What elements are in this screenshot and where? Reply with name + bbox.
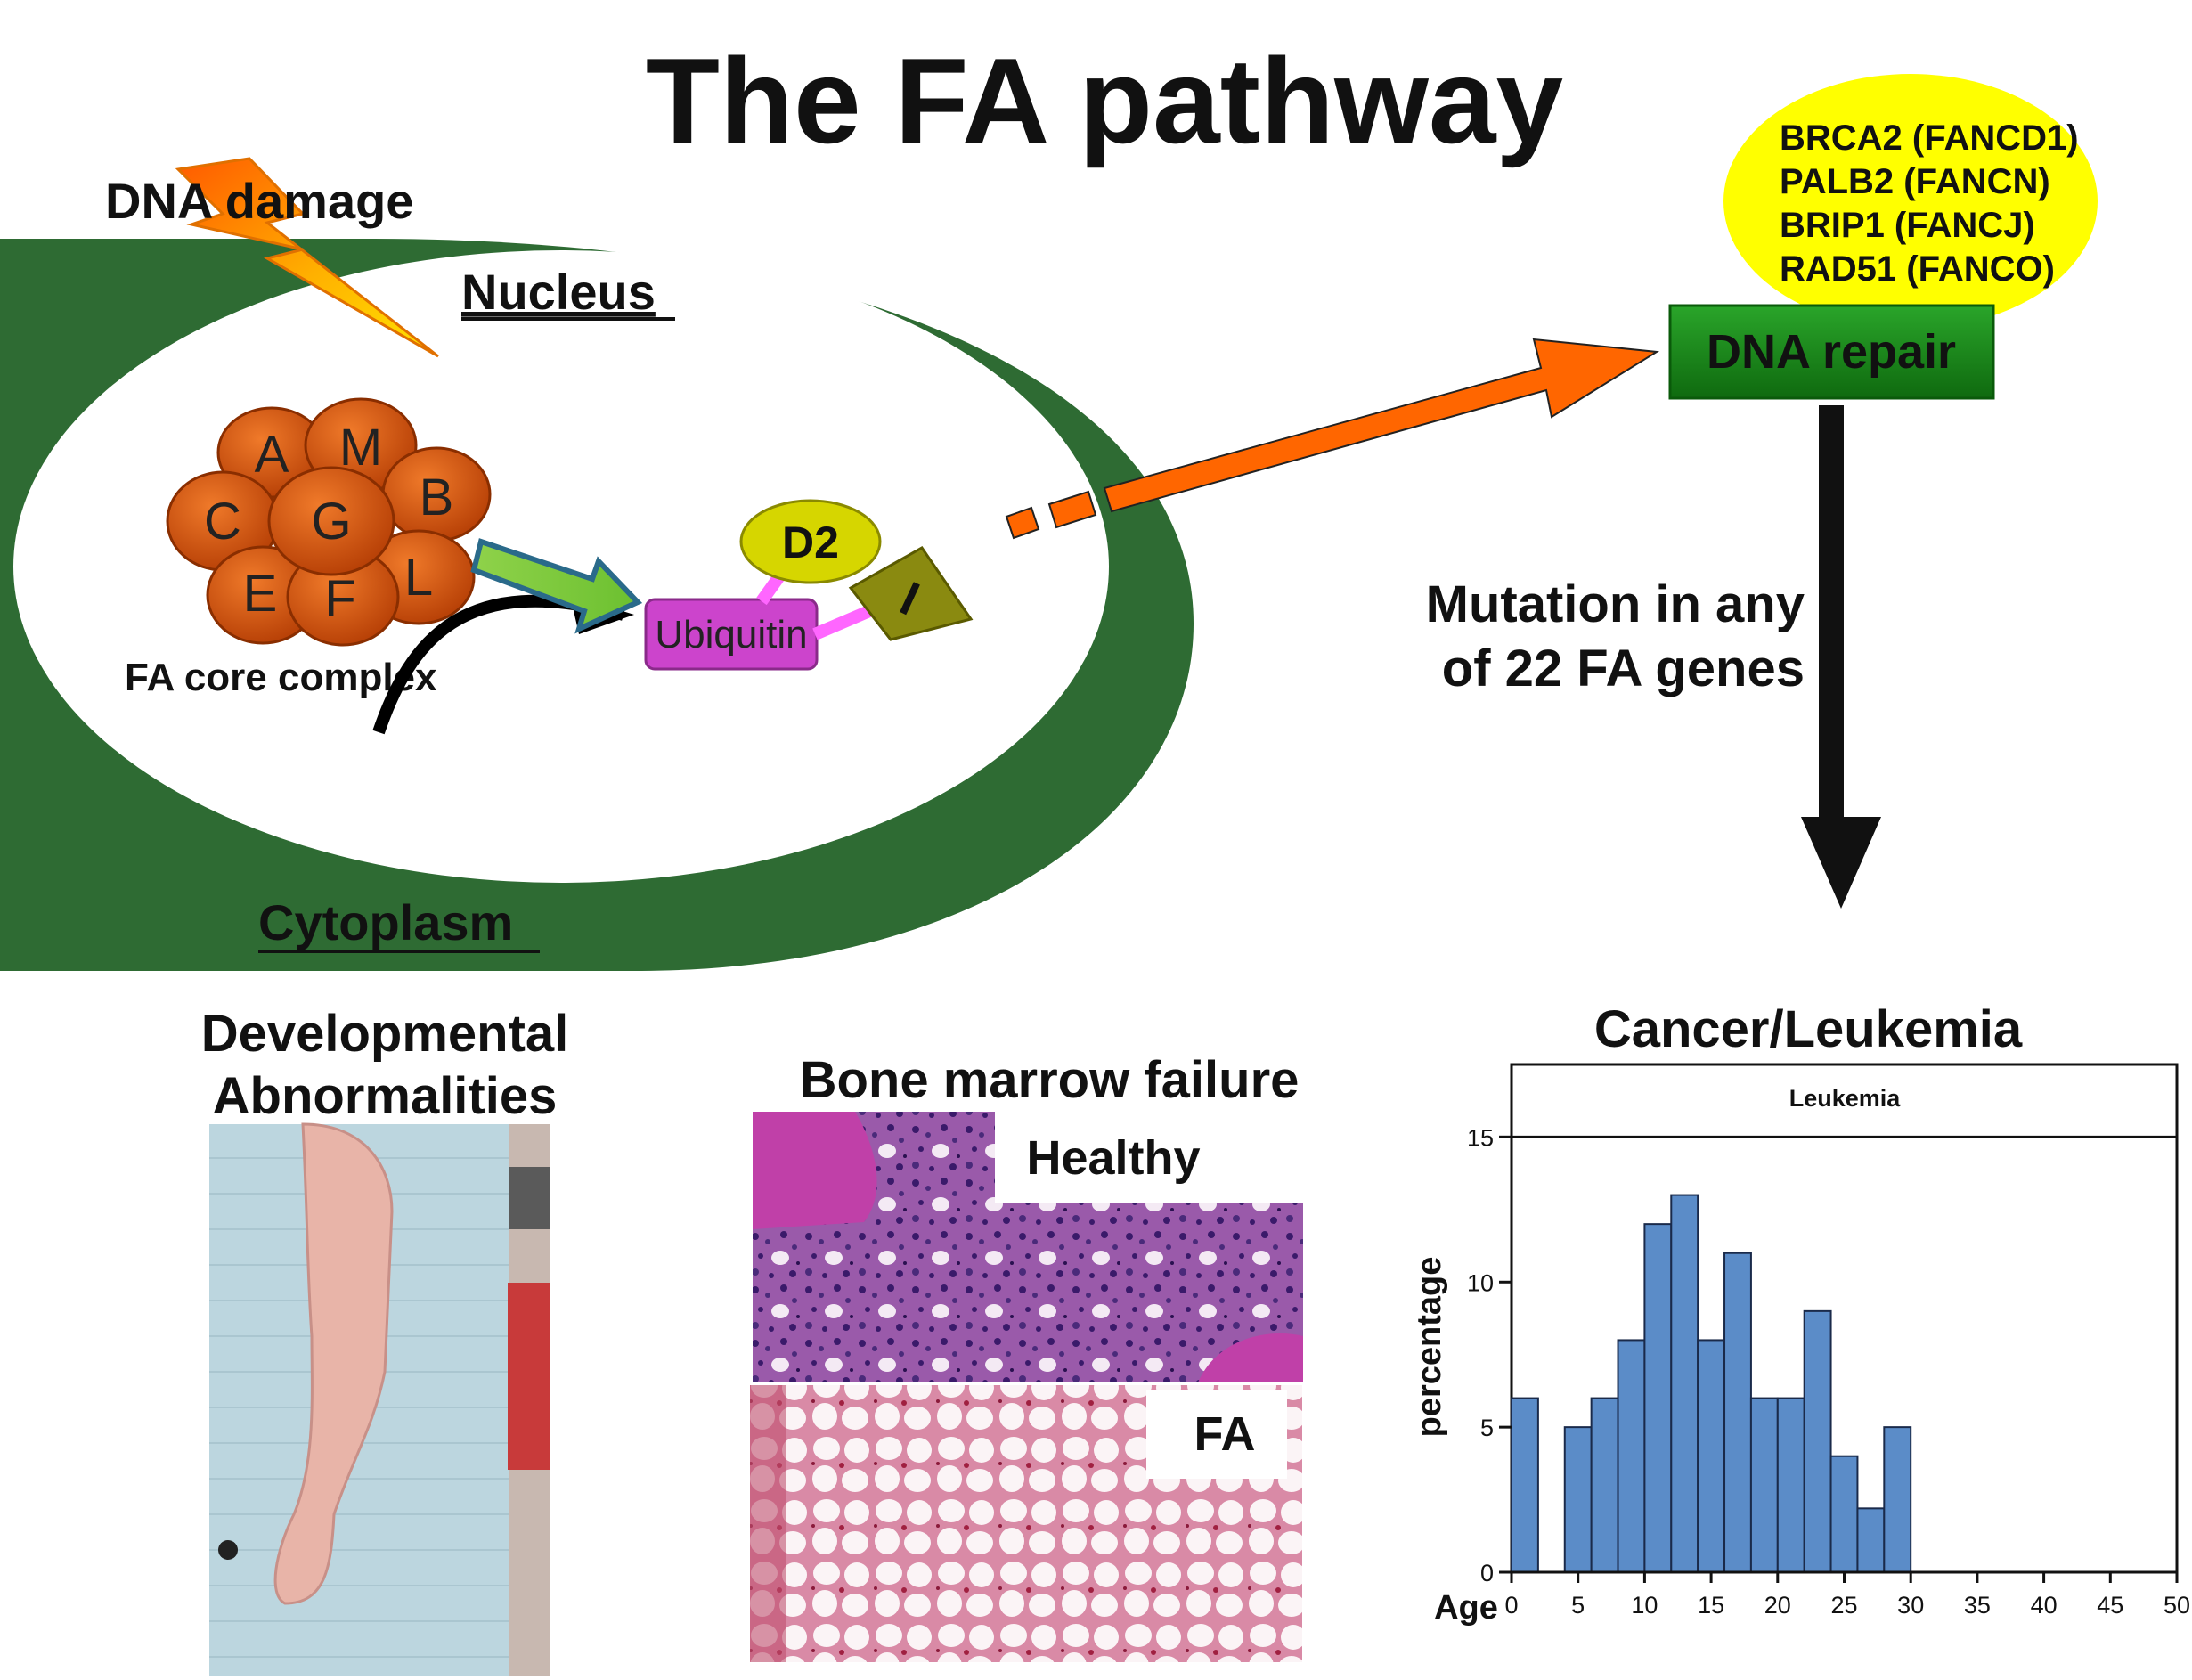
x-tick-label: 5	[1571, 1592, 1585, 1619]
histogram-bar	[1511, 1397, 1539, 1573]
dna-damage-label: DNA damage	[105, 173, 413, 229]
ubiquitin-label: Ubiquitin	[655, 613, 807, 657]
cancer-title: Cancer/Leukemia	[1594, 1000, 2023, 1058]
histogram-bar	[1643, 1223, 1673, 1573]
y-axis-label: percentage	[1411, 1257, 1448, 1438]
y-tick-label: 10	[1467, 1269, 1494, 1296]
healthy-label-box	[995, 1112, 1303, 1203]
subunit-label: E	[243, 565, 278, 623]
i-protein	[848, 546, 974, 641]
chart-title: Leukemia	[1789, 1085, 1902, 1112]
histogram-bar	[1590, 1397, 1619, 1573]
leukemia-chart: Leukemia percentage Age 0 5 10 15 0 5 10 15 20 2…	[1411, 1063, 2190, 1627]
histogram-bar	[1749, 1397, 1779, 1573]
histogram-bar	[1883, 1426, 1912, 1573]
fa-label-box	[1146, 1390, 1287, 1479]
subunit-label: F	[324, 570, 355, 628]
gene-label: BRCA2 (FANCD1)	[1780, 118, 2079, 158]
y-tick-label: 15	[1467, 1124, 1494, 1151]
x-tick-label: 35	[1964, 1592, 1991, 1619]
x-tick-label: 40	[2031, 1592, 2058, 1619]
x-tick-label: 45	[2097, 1592, 2123, 1619]
lightning-bolt-icon	[175, 157, 439, 358]
gene-label: RAD51 (FANCO)	[1780, 249, 2055, 289]
histogram-bar	[1723, 1252, 1752, 1573]
histogram-bar	[1563, 1426, 1593, 1573]
subunit-label: B	[420, 469, 454, 526]
subunit-label: M	[339, 419, 382, 477]
nucleus-label: Nucleus	[461, 264, 656, 320]
x-tick-label: 25	[1830, 1592, 1857, 1619]
core-complex-label: FA core complex	[125, 656, 437, 699]
orange-arrow	[1103, 338, 1660, 513]
histogram-bar	[1617, 1339, 1646, 1574]
histogram-bar	[1829, 1455, 1859, 1573]
orange-dash-1	[1005, 506, 1040, 540]
healthy-label: Healthy	[1026, 1131, 1200, 1185]
y-tick-label: 5	[1480, 1415, 1494, 1441]
bone-marrow-title: Bone marrow failure	[800, 1051, 1300, 1109]
x-tick-label: 30	[1897, 1592, 1924, 1619]
histogram-bar	[1856, 1507, 1886, 1574]
mutation-arrowhead-icon	[1801, 817, 1881, 909]
subunit-label: C	[204, 493, 241, 550]
x-tick-label: 10	[1631, 1592, 1658, 1619]
y-tick-label: 0	[1480, 1560, 1494, 1586]
page-title: The FA pathway	[646, 33, 1563, 168]
activation-arrow	[470, 538, 643, 634]
gene-label: PALB2 (FANCN)	[1780, 162, 2050, 201]
histogram-bar	[1776, 1397, 1805, 1573]
histogram-bar	[1697, 1339, 1726, 1574]
x-tick-label: 50	[2163, 1592, 2190, 1619]
gene-label: BRIP1 (FANCJ)	[1780, 206, 2035, 245]
fa-core-complex: A M B C G L E F	[166, 397, 492, 647]
x-tick-label: 0	[1504, 1592, 1518, 1619]
d2-protein	[739, 499, 882, 584]
developmental-title-line2: Abnormalities	[213, 1067, 558, 1125]
developmental-title-line1: Developmental	[201, 1005, 569, 1063]
core-subunit	[267, 466, 395, 576]
dna-repair-box	[1668, 304, 1995, 400]
subunit-label: G	[311, 493, 351, 550]
subunit-label: A	[255, 426, 289, 484]
histogram-bar	[1670, 1194, 1699, 1573]
subunit-label: L	[404, 549, 433, 607]
histogram-bar	[1803, 1309, 1832, 1574]
downstream-genes-ellipse	[1723, 74, 2098, 329]
mutation-label-line1: Mutation in any	[1426, 575, 1805, 633]
x-tick-label: 15	[1698, 1592, 1724, 1619]
fa-label: FA	[1194, 1407, 1255, 1461]
dna-repair-label: DNA repair	[1707, 325, 1956, 379]
developmental-photo	[209, 1122, 550, 1676]
mutation-label-line2: of 22 FA genes	[1442, 640, 1805, 697]
x-tick-label: 20	[1764, 1592, 1791, 1619]
mutation-arrow-shaft	[1819, 405, 1844, 817]
orange-dash-2	[1047, 490, 1097, 529]
cytoplasm-label: Cytoplasm	[258, 894, 513, 950]
d2-label: D2	[782, 518, 839, 567]
x-axis-label: Age	[1434, 1589, 1498, 1627]
